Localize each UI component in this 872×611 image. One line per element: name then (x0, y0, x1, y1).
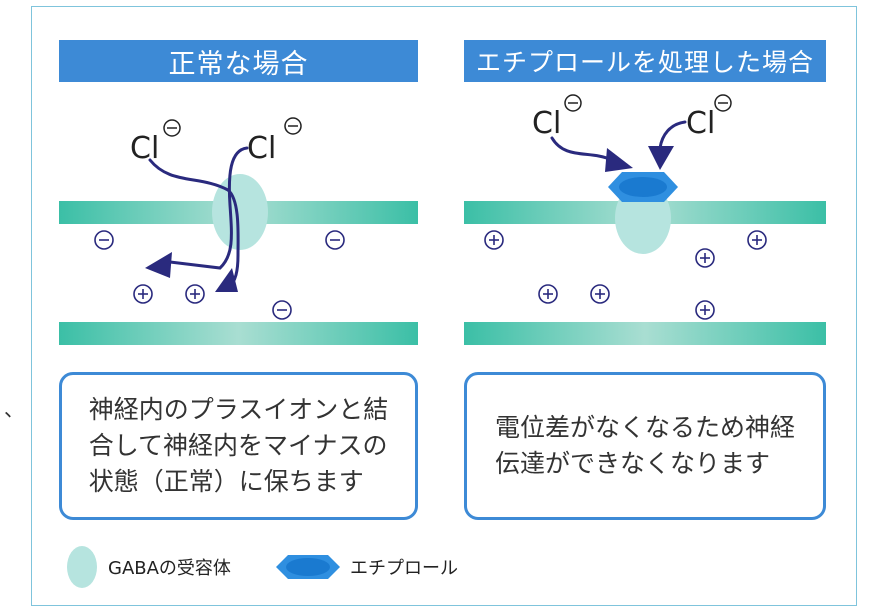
description-ethiprole: 電位差がなくなるため神経 伝達ができなくなります (464, 372, 826, 520)
plus-icon (133, 284, 153, 304)
minus-icon (564, 94, 582, 112)
membrane-bottom-left (59, 322, 418, 345)
cl-label-left-2: Cl (247, 131, 276, 166)
minus-icon (272, 300, 292, 320)
minus-icon (163, 119, 181, 137)
plus-icon (484, 230, 504, 250)
cl-label-left-1: Cl (130, 131, 159, 166)
stray-mark: 、 (4, 397, 24, 421)
plus-icon (590, 284, 610, 304)
plus-icon (538, 284, 558, 304)
description-normal-text: 神経内のプラスイオンと結 合して神経内をマイナスの 状態（正常）に保ちます (88, 395, 389, 496)
minus-icon (94, 230, 114, 250)
minus-icon (714, 94, 732, 112)
panel-title-normal: 正常な場合 (59, 40, 418, 82)
legend-gaba: GABAの受容体 (108, 543, 231, 591)
diagram-frame (31, 6, 857, 606)
minus-icon (325, 230, 345, 250)
arrow-head-icon (605, 148, 633, 172)
plus-icon (185, 284, 205, 304)
cl-label-right-1: Cl (532, 106, 561, 141)
panel-title-ethiprole: エチプロールを処理した場合 (464, 40, 826, 82)
minus-icon (284, 117, 302, 135)
legend-ethiprole-label: エチプロール (350, 558, 458, 579)
cl-label-right-2: Cl (686, 106, 715, 141)
ethiprole-core (619, 177, 667, 197)
ion-flow-arrows-left (148, 146, 249, 290)
legend-gaba-swatch (67, 546, 97, 588)
plus-icon (695, 248, 715, 268)
gaba-receptor-left (212, 174, 268, 250)
arrow-head-icon (648, 146, 674, 170)
ion-flow-arrows-right (550, 120, 687, 162)
description-ethiprole-text: 電位差がなくなるため神経 伝達ができなくなります (494, 413, 795, 478)
arrow-head-icon (145, 252, 172, 278)
membrane-bottom-right (464, 322, 826, 345)
legend-ethiprole-core (286, 558, 330, 576)
description-normal: 神経内のプラスイオンと結 合して神経内をマイナスの 状態（正常）に保ちます (59, 372, 418, 520)
plus-icon (747, 230, 767, 250)
arrow-head-icon (215, 268, 238, 292)
legend-gaba-label: GABAの受容体 (108, 558, 231, 579)
legend-ethiprole: エチプロール (350, 543, 458, 591)
plus-icon (695, 300, 715, 320)
